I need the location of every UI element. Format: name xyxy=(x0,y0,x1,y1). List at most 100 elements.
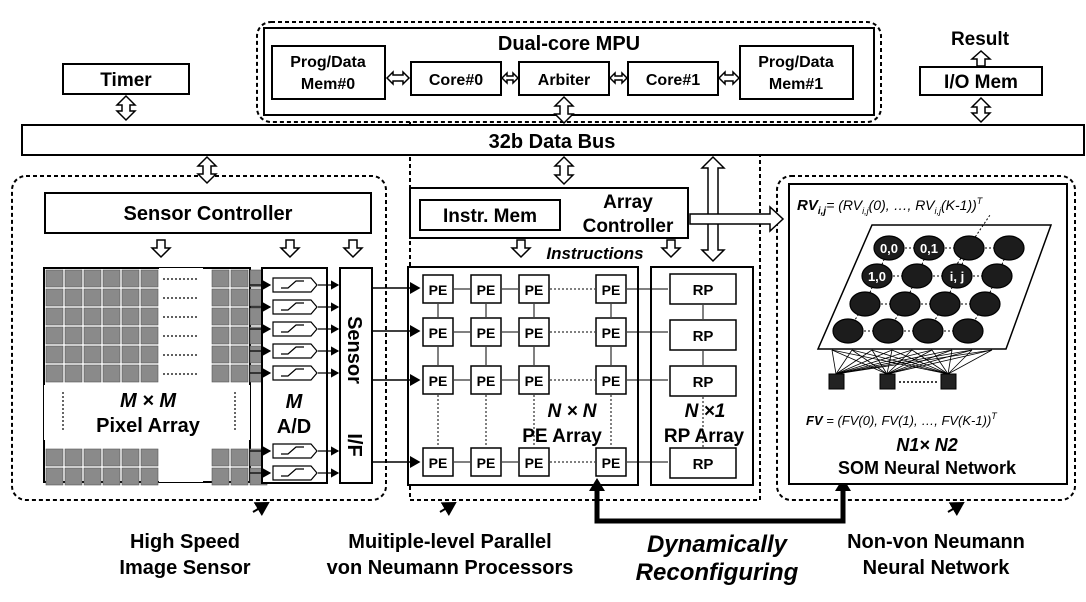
rp-array-label: RP Array xyxy=(664,426,745,447)
pe-cell: PE xyxy=(422,317,454,347)
pixel-cell xyxy=(230,364,249,383)
arbiter-label: Arbiter xyxy=(538,72,590,89)
som-input-link xyxy=(851,349,949,375)
pe-label: PE xyxy=(602,455,621,471)
pixel-array xyxy=(43,267,268,486)
pixel-cell xyxy=(64,307,83,326)
pixel-cell xyxy=(211,467,230,486)
pe-cell: PE xyxy=(470,447,502,477)
result-label: Result xyxy=(951,29,1010,50)
pixel-cell xyxy=(83,364,102,383)
pixel-cell xyxy=(211,345,230,364)
som-neuron xyxy=(953,235,985,261)
pixel-cell xyxy=(230,448,249,467)
bus-link-arrows xyxy=(115,49,992,263)
pixel-cell xyxy=(45,326,64,345)
som-neuron xyxy=(912,318,944,344)
pixel-cell xyxy=(140,364,159,383)
som-input-link xyxy=(835,349,853,375)
core-0-box xyxy=(410,61,502,96)
ad-cell xyxy=(272,443,340,459)
som-size-label: N1× N2 xyxy=(896,435,958,455)
rv-end: (K-1)) xyxy=(941,197,977,213)
sensor-caption-pointer xyxy=(252,501,270,517)
prog-mem-1-line1: Prog/Data xyxy=(758,54,834,71)
som-neuron xyxy=(969,291,1001,317)
instruction-arrows xyxy=(510,239,682,259)
pixel-cell xyxy=(140,345,159,364)
pixel-cell xyxy=(140,269,159,288)
pixel-cell xyxy=(83,448,102,467)
fv-formula: FV = (FV(0), FV(1), …, FV(K-1))T xyxy=(806,411,998,428)
rv-formula: RVi,j= (RVi,j(0), …, RVi,j(K-1))T xyxy=(797,196,984,217)
pixel-cell xyxy=(121,345,140,364)
pixel-cell xyxy=(83,467,102,486)
rp-array-size-label: N ×1 xyxy=(685,401,726,422)
sensor-controller-label: Sensor Controller xyxy=(124,203,293,225)
mpu-title: Dual-core MPU xyxy=(498,33,640,55)
som-input-link xyxy=(886,349,993,375)
som-neuron xyxy=(929,291,961,317)
pe-label: PE xyxy=(602,373,621,389)
som-input-link xyxy=(871,349,949,375)
pixel-cell xyxy=(121,307,140,326)
som-neuron xyxy=(981,263,1013,289)
array-controller-label-1: Array xyxy=(603,192,653,213)
prog-mem-1-box xyxy=(739,45,854,100)
sensor-to-pe-links xyxy=(372,282,421,468)
pe-label: PE xyxy=(525,325,544,341)
rv-rest: (0), …, RV xyxy=(869,197,937,213)
pixel-cell xyxy=(83,345,102,364)
pe-label: PE xyxy=(429,325,448,341)
pe-label: PE xyxy=(525,373,544,389)
rp-cell: RP xyxy=(669,447,737,479)
mpu-group-border xyxy=(256,21,882,123)
rv-sub: i,j xyxy=(818,206,827,217)
pe-cell: PE xyxy=(595,447,627,477)
controller-to-som-arrow xyxy=(689,205,785,233)
som-neuron xyxy=(872,318,904,344)
prog-mem-0-box xyxy=(271,45,386,100)
pe-cell: PE xyxy=(422,365,454,395)
timer-box xyxy=(62,63,190,95)
som-neuron xyxy=(832,318,864,344)
pe-label: PE xyxy=(477,455,496,471)
pixel-cell xyxy=(230,269,249,288)
som-neuron xyxy=(952,318,984,344)
som-input-link xyxy=(871,349,888,375)
ad-cell xyxy=(272,277,340,293)
sensor-down-arrows xyxy=(150,239,364,259)
pixel-cell xyxy=(102,307,121,326)
rp-label: RP xyxy=(693,374,714,391)
core-1-label: Core#1 xyxy=(646,72,700,89)
pe-cell: PE xyxy=(470,317,502,347)
pe-label: PE xyxy=(477,325,496,341)
som-connections xyxy=(831,349,993,375)
rp-cell: RP xyxy=(669,273,737,305)
pixel-cell xyxy=(45,467,64,486)
som-neuron xyxy=(849,291,881,317)
pixel-cell xyxy=(102,326,121,345)
core-1-box xyxy=(627,61,719,96)
pixel-cell xyxy=(45,288,64,307)
pixel-cell xyxy=(211,269,230,288)
som-input-link xyxy=(947,349,973,375)
som-neuron-label: 0,0 xyxy=(880,241,898,256)
pixel-cell xyxy=(121,364,140,383)
io-mem-label: I/O Mem xyxy=(944,72,1018,93)
timer-label: Timer xyxy=(100,70,152,91)
som-neuron xyxy=(901,263,933,289)
sensor-caption-line1: High Speed xyxy=(130,531,240,553)
som-neuron xyxy=(913,235,945,261)
pe-label: PE xyxy=(602,325,621,341)
rp-label: RP xyxy=(693,282,714,299)
prog-mem-0-line2: Mem#0 xyxy=(301,76,355,93)
pixel-cell xyxy=(64,288,83,307)
sensor-caption-line2: Image Sensor xyxy=(119,557,250,579)
pixel-cell xyxy=(121,467,140,486)
pixel-cell xyxy=(140,288,159,307)
pixel-cell xyxy=(64,269,83,288)
pixel-cell xyxy=(140,467,159,486)
pe-label: PE xyxy=(477,373,496,389)
